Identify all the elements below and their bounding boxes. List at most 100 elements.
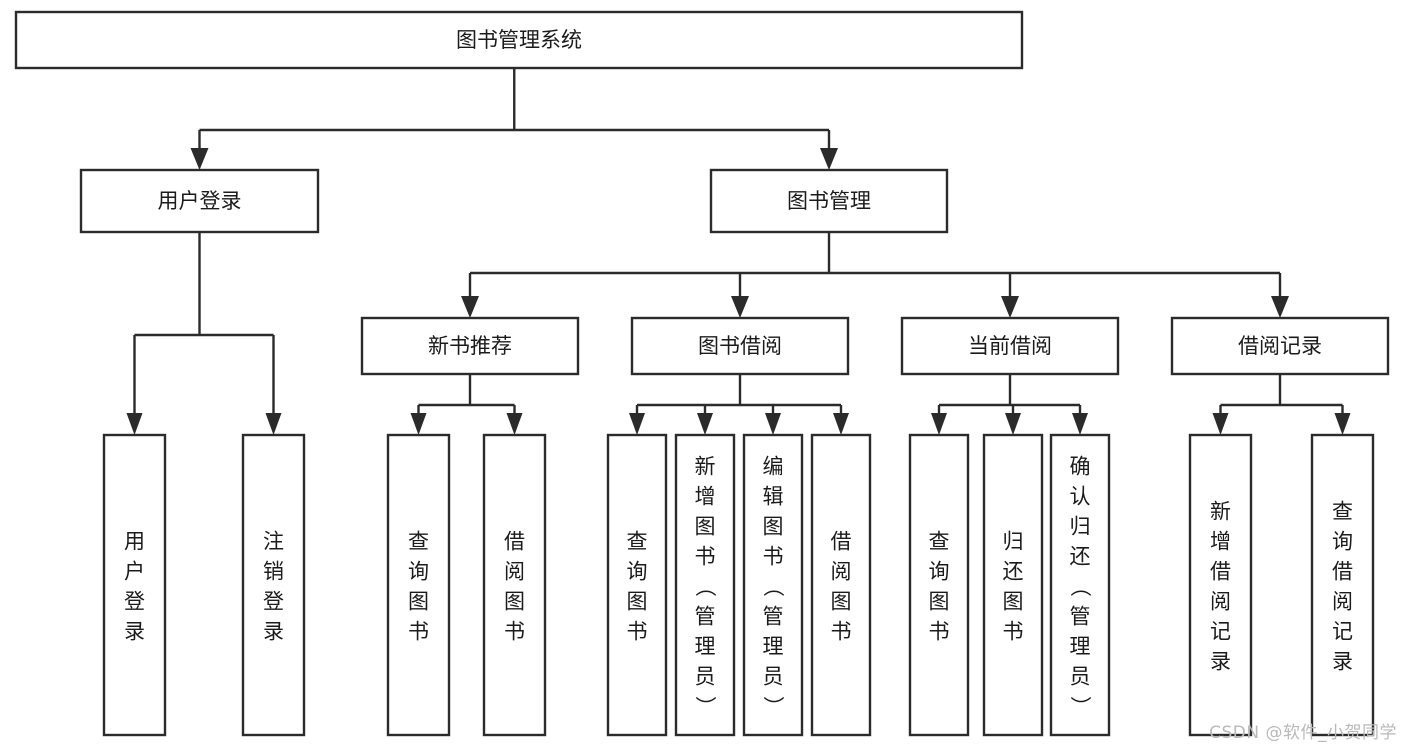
node-label-char: （: [1068, 576, 1092, 597]
node-label-char: 记: [1332, 619, 1353, 643]
node-label-char: 阅: [1210, 589, 1231, 613]
node-label-char: 理: [763, 634, 784, 658]
arrow-head-icon: [1334, 413, 1351, 435]
node-label-char: 询: [627, 559, 648, 583]
node-label-char: 录: [1332, 649, 1353, 673]
node-label-char: 还: [1070, 544, 1091, 568]
arrow-head-icon: [461, 296, 479, 318]
node-box: [606, 433, 668, 737]
node-label: 图书管理: [787, 189, 871, 213]
arrow-head-icon: [1212, 413, 1229, 435]
node-label: 图书管理系统: [456, 28, 582, 52]
node-label-char: 管: [763, 604, 784, 628]
node-label-char: 阅: [831, 559, 852, 583]
node-label-char: 查: [627, 529, 648, 553]
node-level3-1[interactable]: 图书借阅: [630, 316, 850, 376]
node-level2-0[interactable]: 用户登录: [79, 168, 320, 234]
node-box: [742, 433, 804, 737]
node-label-char: 增: [1210, 529, 1231, 553]
node-label-char: 编: [763, 454, 784, 478]
node-box: [241, 433, 306, 737]
node-label-char: 员: [1070, 664, 1091, 688]
node-box: [1049, 433, 1111, 737]
node-label-char: 新: [695, 454, 716, 478]
connector-layer: [126, 68, 1351, 435]
node-label-char: 图: [627, 589, 648, 613]
node-label-char: 辑: [763, 484, 784, 508]
node-label-char: 登: [263, 589, 284, 613]
node-label-char: 归: [1070, 514, 1091, 538]
node-root-0[interactable]: 图书管理系统: [14, 10, 1024, 70]
node-label-char: 借: [504, 529, 525, 553]
node-level3-2[interactable]: 当前借阅: [900, 316, 1120, 376]
node-level3-3[interactable]: 借阅记录: [1170, 316, 1390, 376]
node-leaf-0[interactable]: 用户登录: [102, 433, 167, 737]
node-label-char: 查: [929, 529, 950, 553]
node-label: 新书推荐: [428, 334, 512, 358]
arrow-head-icon: [731, 296, 749, 318]
node-label-char: 注: [263, 529, 284, 553]
node-label-char: 用: [124, 529, 145, 553]
node-label-char: 书: [504, 619, 525, 643]
node-label-char: 书: [695, 544, 716, 568]
node-label-char: 图: [504, 589, 525, 613]
node-label-char: 录: [263, 619, 284, 643]
node-label-char: 借: [831, 529, 852, 553]
arrow-head-icon: [765, 413, 781, 435]
node-label-char: 图: [408, 589, 429, 613]
csdn-watermark: CSDN @软件_小贺同学: [1209, 723, 1397, 743]
node-label-char: 书: [831, 619, 852, 643]
node-label-char: 书: [627, 619, 648, 643]
node-label-char: 销: [263, 559, 284, 583]
node-box: [79, 168, 320, 234]
node-label-char: 增: [695, 484, 716, 508]
arrow-head-icon: [1005, 413, 1021, 435]
node-label-char: 图: [763, 514, 784, 538]
node-label-char: 图: [929, 589, 950, 613]
arrow-head-icon: [506, 413, 523, 435]
node-label-char: 认: [1070, 484, 1091, 508]
node-label-char: 录: [124, 619, 145, 643]
arrow-head-icon: [629, 413, 645, 435]
node-label-char: 查: [408, 529, 429, 553]
node-box: [482, 433, 547, 737]
node-layer: 图书管理系统用户登录图书管理新书推荐图书借阅当前借阅借阅记录用户登录注销登录查询…: [14, 10, 1390, 737]
node-label: 当前借阅: [968, 334, 1052, 358]
node-label-char: 借: [1332, 559, 1353, 583]
node-label-char: 书: [929, 619, 950, 643]
node-level3-0[interactable]: 新书推荐: [360, 316, 580, 376]
node-label-char: 新: [1210, 499, 1231, 523]
node-label-char: 理: [695, 634, 716, 658]
node-label-char: 确: [1070, 454, 1091, 478]
node-box: [14, 10, 1024, 70]
node-box: [1310, 433, 1375, 737]
node-label: 借阅记录: [1238, 334, 1322, 358]
node-level2-1[interactable]: 图书管理: [709, 168, 949, 234]
node-box: [1188, 433, 1253, 737]
node-label-char: 登: [124, 589, 145, 613]
node-label-char: 阅: [1332, 589, 1353, 613]
node-label-char: （: [761, 576, 785, 597]
node-box: [810, 433, 872, 737]
arrow-head-icon: [126, 413, 143, 435]
node-box: [674, 433, 736, 737]
node-box: [386, 433, 451, 737]
arrow-head-icon: [697, 413, 713, 435]
node-label-char: 询: [408, 559, 429, 583]
node-label-char: 书: [408, 619, 429, 643]
node-box: [102, 433, 167, 737]
